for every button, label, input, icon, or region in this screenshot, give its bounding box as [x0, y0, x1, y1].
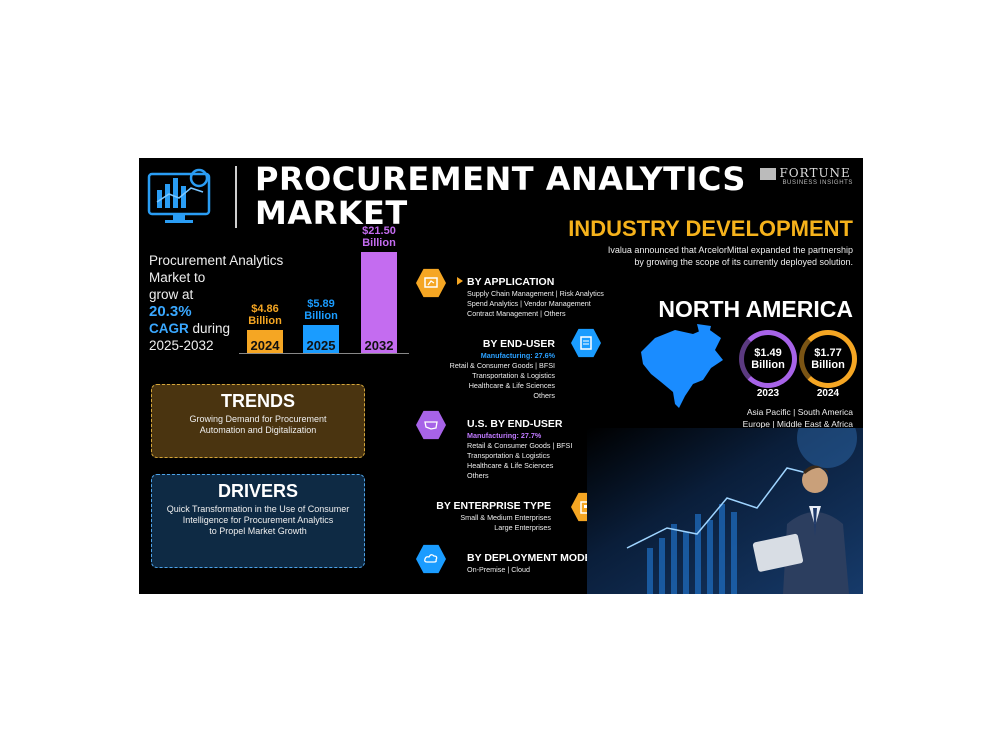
bar-year-2024: 2024: [250, 338, 280, 353]
end-user-line-2: Transportation & Logistics: [472, 371, 555, 380]
na-2024-amount: $1.77: [814, 347, 842, 359]
title-line-2: MARKET: [255, 194, 408, 232]
lead-line-1: Procurement Analytics: [149, 253, 284, 268]
industry-development-title: INDUSTRY DEVELOPMENT: [568, 216, 853, 241]
enterprise-line-2: Large Enterprises: [494, 523, 551, 532]
us-end-user-title: U.S. BY END-USER: [467, 418, 563, 430]
bar-2025: 2025: [303, 325, 339, 353]
na-2023-amount: $1.49: [754, 347, 782, 359]
end-user-line-3: Healthcare & Life Sciences: [468, 381, 555, 390]
brand-mark-icon: [760, 167, 777, 180]
na-2024-year: 2024: [816, 388, 840, 399]
application-line-1: Supply Chain Management | Risk Analytics: [467, 289, 604, 298]
enterprise-title: BY ENTERPRISE TYPE: [436, 500, 551, 512]
end-user-line-1: Retail & Consumer Goods | BFSI: [449, 361, 555, 370]
bar-2024: 2024: [247, 330, 283, 353]
north-america-map: [641, 324, 723, 408]
drivers-title: DRIVERS: [217, 481, 298, 501]
cagr-label: CAGR: [149, 321, 189, 336]
lead-line-3: grow at: [149, 287, 194, 302]
us-map-icon: [416, 410, 446, 440]
brand-logo: FORTUNE BUSINESS INSIGHTS: [760, 166, 853, 186]
title-line-1: PROCUREMENT ANALYTICS: [255, 160, 746, 198]
businessman-analytics-image: [587, 428, 863, 594]
trends-card: TRENDS Growing Demand for Procurement Au…: [151, 384, 365, 458]
end-user-line-4: Others: [533, 391, 555, 400]
trends-text-1: Growing Demand for Procurement: [189, 414, 327, 424]
enterprise-line-1: Small & Medium Enterprises: [460, 513, 551, 522]
north-america-title: NORTH AMERICA: [658, 296, 853, 322]
trends-text-2: Automation and Digitalization: [199, 425, 317, 435]
deployment-line-1: On-Premise | Cloud: [467, 565, 530, 574]
lead-line-5: 2025-2032: [149, 338, 214, 353]
segment-enterprise: BY ENTERPRISE TYPE Small & Medium Enterp…: [435, 500, 551, 533]
other-regions: Asia Pacific | South America Europe | Mi…: [743, 406, 853, 430]
lead-line-2: Market to: [149, 270, 206, 285]
us-end-user-line-2: Transportation & Logistics: [467, 451, 550, 460]
na-2024-unit: Billion: [811, 359, 845, 371]
drivers-text-2: Intelligence for Procurement Analytics: [182, 515, 334, 525]
page-title: PROCUREMENT ANALYTICS MARKET: [255, 162, 746, 230]
end-user-highlight: Manufacturing: 27.6%: [480, 351, 555, 360]
cagr-value: 20.3%: [149, 303, 192, 320]
bar-year-2025: 2025: [306, 338, 336, 353]
segment-application: BY APPLICATION Supply Chain Management |…: [457, 276, 604, 319]
industry-development-text: Ivalua announced that ArcelorMittal expa…: [553, 244, 853, 268]
title-divider: [235, 166, 237, 228]
application-title: BY APPLICATION: [467, 276, 555, 288]
cloud-icon: [416, 544, 446, 574]
lead-line-4: during: [192, 321, 231, 336]
segment-deployment: BY DEPLOYMENT MODE On-Premise | Cloud: [467, 552, 592, 575]
end-user-title: BY END-USER: [482, 338, 555, 350]
logo-subtitle: BUSINESS INSIGHTS: [782, 180, 853, 186]
bar-2032: 2032: [361, 251, 397, 353]
deployment-title: BY DEPLOYMENT MODE: [467, 552, 592, 564]
regions-line-1: Asia Pacific | South America: [746, 407, 853, 417]
chart-baseline: [239, 353, 409, 354]
application-line-2: Spend Analytics | Vendor Management: [467, 299, 591, 308]
na-2023-ring: $1.49 Billion: [739, 330, 797, 388]
segment-end-user: BY END-USER Manufacturing: 27.6% Retail …: [435, 338, 555, 401]
infographic-poster: PROCUREMENT ANALYTICS MARKET FORTUNE BUS…: [139, 158, 863, 594]
drivers-card: DRIVERS Quick Transformation in the Use …: [151, 474, 365, 568]
logo-name: FORTUNE: [779, 166, 851, 180]
industry-line-2: by growing the scope of its currently de…: [634, 257, 853, 267]
us-end-user-line-1: Retail & Consumer Goods | BFSI: [467, 441, 573, 450]
industry-line-1: Ivalua announced that ArcelorMittal expa…: [607, 245, 853, 255]
application-line-3: Contract Management | Others: [467, 309, 566, 318]
na-2023-unit: Billion: [751, 359, 785, 371]
us-end-user-line-4: Others: [467, 471, 489, 480]
trends-title: TRENDS: [220, 391, 295, 411]
segment-us-end-user: U.S. BY END-USER Manufacturing: 27.7% Re…: [467, 418, 572, 481]
na-2024-ring: $1.77 Billion: [799, 330, 857, 388]
us-end-user-highlight: Manufacturing: 27.7%: [467, 431, 542, 440]
drivers-text-3: to Propel Market Growth: [209, 526, 307, 536]
drivers-text-1: Quick Transformation in the Use of Consu…: [166, 504, 350, 514]
arrow-icon: [457, 277, 463, 285]
us-end-user-line-3: Healthcare & Life Sciences: [467, 461, 554, 470]
analytics-monitor-icon: [147, 168, 211, 223]
end-user-icon: [571, 328, 601, 358]
na-2023-year: 2023: [756, 388, 780, 399]
application-icon: [416, 268, 446, 298]
market-growth-summary: Procurement Analytics Market to grow at …: [149, 252, 299, 354]
bar-year-2032: 2032: [364, 338, 394, 353]
regions-line-2: Europe | Middle East & Africa: [742, 419, 853, 429]
